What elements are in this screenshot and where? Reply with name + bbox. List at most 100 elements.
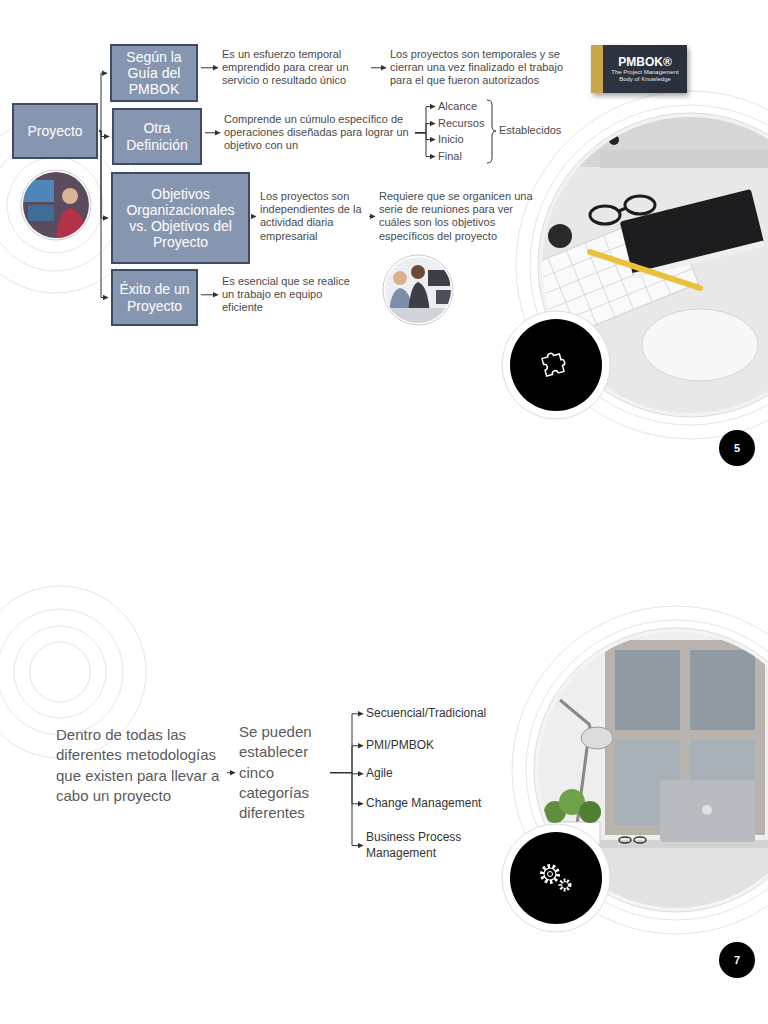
desk-photo-part-part — [642, 309, 758, 381]
node-text: Otra Definición — [118, 120, 196, 152]
desk-photo-part-part — [620, 189, 765, 279]
process-box: Éxito de un Proyecto — [111, 269, 198, 326]
desk-photo-part-part-part — [511, 209, 699, 347]
connector — [201, 294, 218, 295]
team-photo-part-part — [428, 270, 450, 286]
node-text: Business Process Management — [366, 830, 484, 861]
office-photo-part-part — [581, 727, 613, 749]
description-text: Los proyectos son temporales y se cierra… — [390, 48, 584, 88]
office-photo-part-part — [619, 837, 646, 843]
decorative-rings-part — [0, 609, 123, 735]
node-text: Establecidos — [499, 124, 561, 137]
coder-photo-part-part — [62, 188, 78, 204]
category-item: Business Process Management — [366, 830, 484, 861]
desk-photo-part-part — [609, 135, 619, 145]
coder-photo-part — [21, 170, 91, 240]
desk-photo-part-part-part-part — [604, 235, 634, 309]
decorative-rings-part — [512, 606, 768, 934]
desk-photo-part-part-part-part — [535, 269, 693, 333]
node-text: Change Management — [366, 796, 481, 812]
office-photo-part-part — [579, 801, 601, 823]
gears-icon-badge-part — [502, 824, 610, 932]
desk-photo-part-part-part-part — [529, 265, 559, 339]
process-box: Otra Definición — [112, 108, 202, 165]
decorative-rings-part — [14, 626, 106, 718]
connector — [99, 131, 108, 218]
gears-icon-badge-part — [548, 872, 553, 877]
office-photo-part-part — [615, 650, 680, 730]
node-text: Se pueden establecer cinco categorías di… — [239, 722, 329, 823]
desk-photo-part-part-part — [511, 209, 699, 347]
desk-photo-part-part-part-part — [548, 258, 578, 332]
team-photo — [383, 255, 454, 328]
bracket-label: Establecidos — [499, 124, 561, 137]
node-text: Los proyectos son temporales y se cierra… — [390, 48, 584, 88]
node-text: PMI/PMBOK — [366, 738, 434, 754]
desk-photo-part-part — [511, 209, 699, 347]
bracket — [487, 100, 496, 163]
office-photo-part-part — [559, 789, 585, 815]
decorative-rings-part — [7, 157, 103, 253]
decorative-rings-part — [516, 91, 768, 439]
desk-photo-part-part-part-part — [585, 243, 615, 317]
node-text: Recursos — [438, 117, 484, 130]
node-text: Objetivos Organizacionales vs. Objetivos… — [117, 186, 244, 250]
description-text: Es esencial que se realice un trabajo en… — [222, 275, 352, 315]
list-item: Final — [438, 150, 462, 163]
list-item: Recursos — [438, 117, 484, 130]
desk-photo-part-part — [560, 112, 768, 167]
node-text: Secuencial/Tradicional — [366, 706, 486, 722]
book-cover: PMBOK®The Project Management Body of Kno… — [591, 45, 687, 93]
coder-photo-part-part — [28, 205, 54, 221]
desk-photo-part-part — [530, 110, 768, 430]
office-photo — [530, 625, 768, 925]
team-photo-part-part — [393, 271, 407, 285]
category-item: PMI/PMBOK — [366, 738, 434, 754]
office-photo-part-part — [560, 700, 590, 725]
node-text: Alcance — [438, 100, 477, 113]
office-photo-part-part — [530, 845, 768, 925]
desk-photo-part-part — [548, 224, 572, 248]
office-photo-part-part — [575, 725, 590, 840]
page-number: 5 — [719, 430, 755, 466]
desk-photo-part-part-part-part — [641, 220, 671, 294]
office-photo-part-part — [660, 780, 755, 842]
team-photo-part-part — [388, 288, 414, 320]
desk-photo-part-part-part-part — [566, 250, 596, 324]
connector — [227, 772, 235, 773]
coder-photo-part-part — [20, 170, 92, 242]
decorative-rings-part — [530, 105, 768, 425]
list-item: Alcance — [438, 100, 477, 113]
team-photo-part-part — [436, 290, 454, 304]
gears-icon-badge-part — [542, 866, 558, 882]
desk-photo-part-part-part — [632, 240, 764, 278]
office-photo-part-part — [690, 740, 755, 825]
bracket-part — [487, 100, 496, 163]
description-text: Es un esfuerzo temporal emprendido para … — [222, 48, 368, 88]
office-photo-part-part-part — [634, 837, 646, 843]
team-photo-part — [384, 256, 454, 328]
process-box: Proyecto — [12, 103, 98, 159]
desk-photo-part-part-part-part — [523, 239, 681, 303]
category-item: Change Management — [366, 796, 481, 812]
puzzle-icon-badge-part — [541, 350, 567, 376]
description-text: Requiere que se organicen una serie de r… — [379, 190, 537, 243]
puzzle-icon-badge — [502, 311, 610, 419]
node-text: Agile — [366, 766, 393, 782]
team-photo-part-part — [384, 256, 454, 326]
gears-icon-badge — [502, 824, 610, 932]
team-photo-part-part — [384, 308, 454, 328]
desk-photo-part-part — [600, 150, 768, 168]
desk-photo-part-part-part-part — [622, 228, 652, 302]
connector — [330, 773, 363, 846]
node-text: Proyecto — [27, 123, 82, 139]
coder-photo — [20, 170, 92, 242]
office-photo-part-part — [545, 822, 600, 844]
connector — [369, 216, 375, 217]
connector — [99, 131, 108, 298]
description-text: Comprende un cúmulo específico de operac… — [224, 113, 414, 153]
node-text: Los proyectos son independientes de la a… — [260, 190, 366, 243]
connector — [371, 67, 386, 68]
connector — [415, 133, 435, 157]
connector — [330, 714, 363, 773]
